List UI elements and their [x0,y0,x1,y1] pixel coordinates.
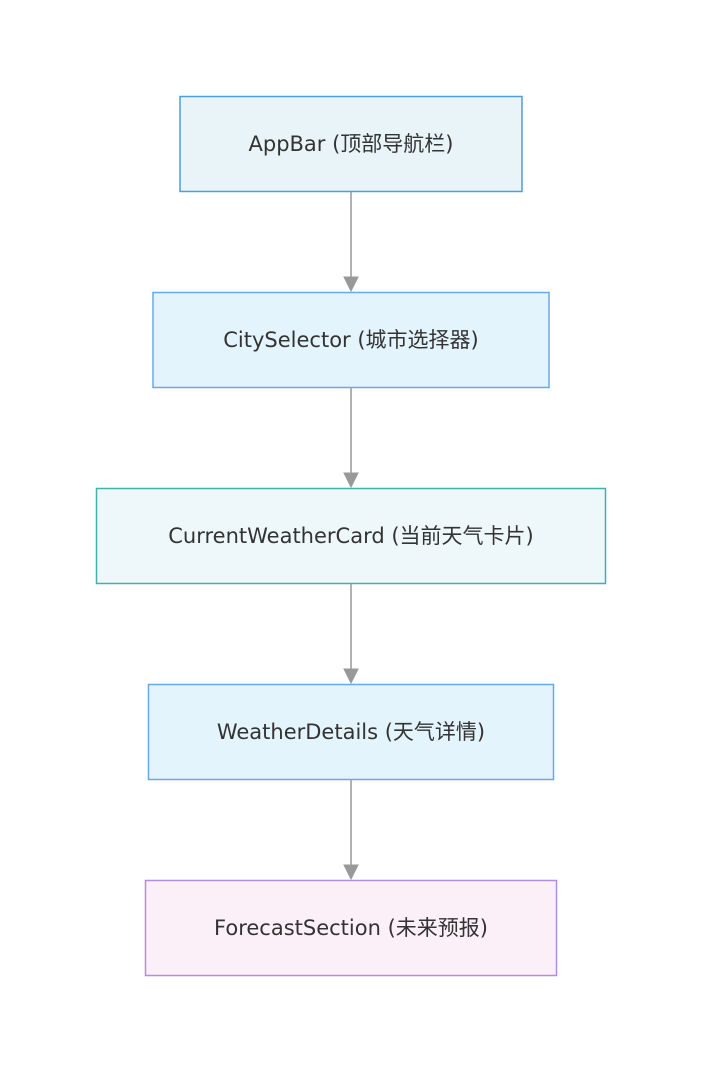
edge-currentweathercard-to-weatherdetails [343,584,359,685]
node-cityselector-box [152,291,550,389]
node-cityselector-label: CitySelector (城市选择器) [223,328,479,352]
node-appbar-label: AppBar (顶部导航栏) [249,132,454,156]
node-weatherdetails: WeatherDetails (天气详情) [147,683,555,781]
node-weatherdetails-label: WeatherDetails (天气详情) [217,720,485,744]
arrowhead-icon [343,668,359,685]
edge-weatherdetails-to-forecastsection [343,780,359,881]
node-appbar-box [179,95,523,193]
node-forecastsection-label: ForecastSection (未来预报) [214,916,488,940]
node-forecastsection-box [144,879,558,977]
node-appbar: AppBar (顶部导航栏) [179,95,523,193]
node-cityselector: CitySelector (城市选择器) [152,291,550,389]
node-currentweathercard-box [95,487,607,585]
node-weatherdetails-box [147,683,555,781]
edge-appbar-to-cityselector [343,192,359,293]
arrowhead-icon [343,276,359,293]
arrowhead-icon [343,472,359,489]
node-currentweathercard: CurrentWeatherCard (当前天气卡片) [95,487,607,585]
arrowhead-icon [343,864,359,881]
edge-cityselector-to-currentweathercard [343,388,359,489]
node-currentweathercard-label: CurrentWeatherCard (当前天气卡片) [168,524,533,548]
node-forecastsection: ForecastSection (未来预报) [144,879,558,977]
